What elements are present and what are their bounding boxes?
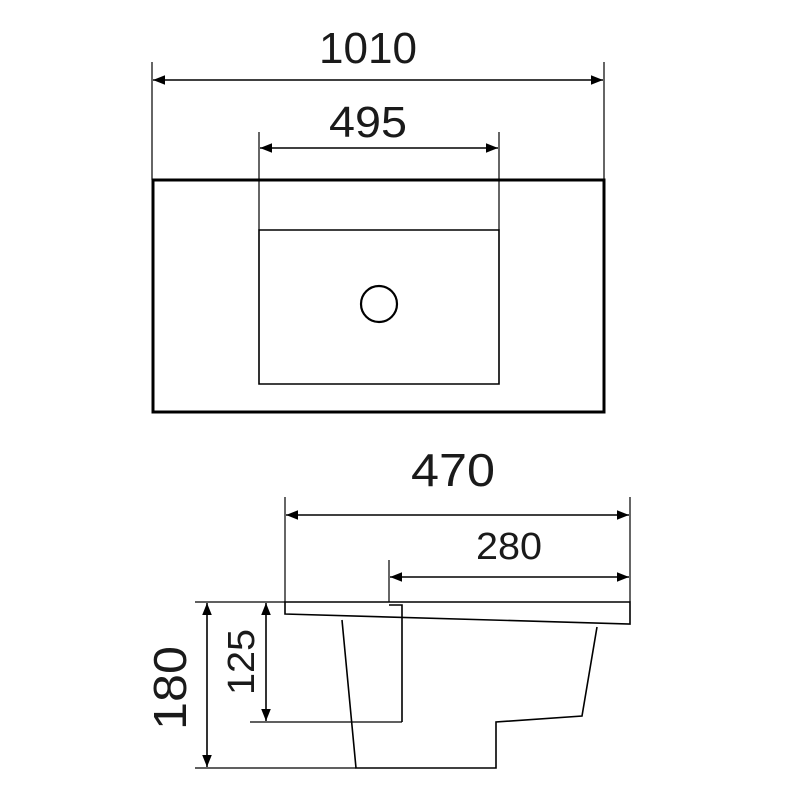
- countertop-profile: [284, 601, 631, 625]
- countertop-outline: [151, 178, 606, 414]
- side-view: 470 280 180 125: [144, 444, 631, 769]
- label-basin-height: 125: [221, 629, 263, 695]
- plan-view: 1010 495: [151, 24, 606, 414]
- basin-body-profile: [341, 619, 598, 769]
- inner-bowl-line: [389, 604, 403, 722]
- label-overall-width: 1010: [319, 24, 417, 73]
- basin-outline: [258, 229, 500, 385]
- drain-hole: [359, 284, 399, 324]
- label-basin-width: 495: [329, 98, 407, 147]
- label-overall-height: 180: [144, 646, 196, 730]
- label-basin-depth: 280: [476, 526, 542, 568]
- label-overall-depth: 470: [411, 444, 495, 496]
